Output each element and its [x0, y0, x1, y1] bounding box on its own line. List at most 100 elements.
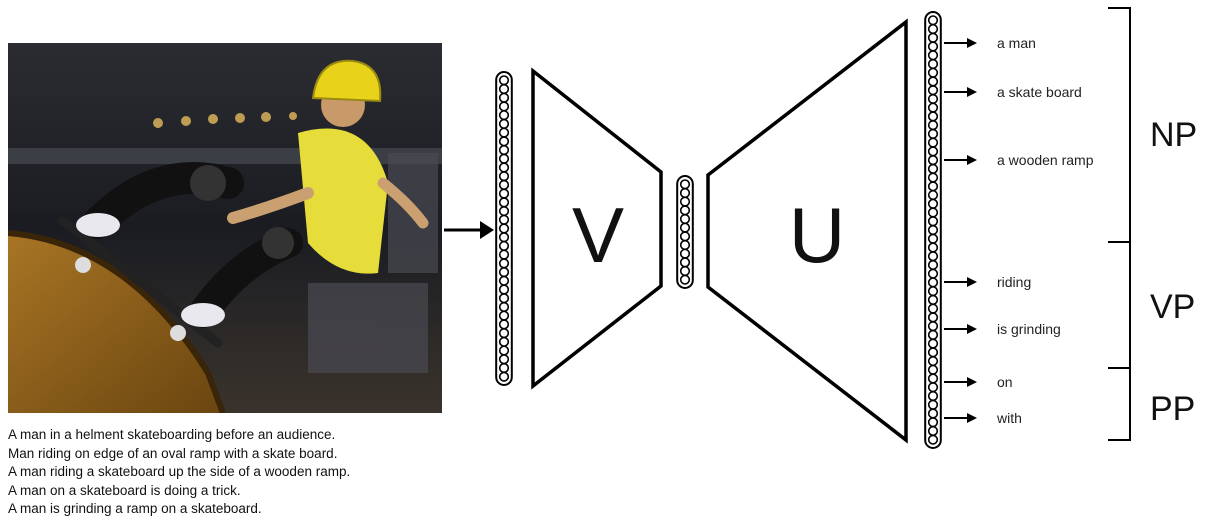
neuron-node	[927, 286, 939, 297]
neuron-node	[927, 50, 939, 61]
vector-outline	[676, 175, 694, 289]
neuron-node	[927, 294, 939, 306]
neuron-node	[927, 32, 939, 43]
neuron-node	[498, 153, 510, 164]
neuron-node	[927, 41, 939, 52]
neuron-node	[927, 321, 939, 332]
bottleneck-vector	[676, 175, 694, 289]
neuron-node	[927, 347, 939, 358]
neuron-node	[498, 284, 510, 295]
output-label: on	[997, 374, 1013, 390]
neuron-node	[927, 233, 939, 244]
neuron-node	[927, 417, 939, 428]
neuron-node	[498, 223, 510, 234]
neuron-node	[498, 144, 510, 156]
output-labels: a man a skate board a wooden ramp riding…	[996, 35, 1094, 426]
neuron-node	[927, 146, 939, 157]
neuron-node	[498, 232, 510, 243]
neuron-node	[679, 213, 691, 225]
neuron-node	[498, 110, 510, 121]
neuron-node	[498, 293, 510, 304]
neuron-node	[927, 181, 939, 192]
neuron-node	[927, 111, 939, 122]
neuron-node	[498, 83, 510, 95]
neuron-node	[927, 224, 939, 236]
neuron-node	[679, 248, 691, 259]
group-label-vp: VP	[1150, 288, 1195, 326]
caption-line: A man in a helment skateboarding before …	[8, 427, 336, 442]
neuron-node	[679, 196, 691, 207]
caption-line: A man is grinding a ramp on a skateboard…	[8, 501, 262, 516]
output-arrows	[944, 38, 977, 423]
neuron-node	[927, 259, 939, 271]
neuron-node	[927, 58, 939, 70]
decoder-trapezoid	[706, 18, 908, 444]
np-bracket	[1108, 7, 1131, 243]
neuron-node	[679, 231, 691, 242]
vector-outline	[495, 71, 513, 386]
neuron-node	[927, 390, 939, 402]
input-feature-vector	[495, 71, 513, 386]
neuron-node	[498, 362, 510, 374]
neuron-node	[927, 216, 939, 227]
neuron-node	[498, 197, 510, 208]
neuron-node	[679, 179, 691, 190]
neuron-node	[927, 198, 939, 209]
skateboard-photo	[8, 43, 442, 413]
neuron-node	[679, 265, 691, 277]
neuron-node	[927, 85, 939, 96]
neuron-node	[927, 355, 939, 367]
output-label: with	[996, 410, 1022, 426]
output-label: riding	[997, 274, 1031, 290]
neuron-node	[927, 425, 939, 437]
neuron-node	[498, 75, 510, 86]
neuron-node	[927, 155, 939, 166]
neuron-node	[498, 214, 510, 225]
neuron-node	[498, 188, 510, 199]
neuron-node	[498, 328, 510, 339]
encoder-trapezoid	[531, 67, 663, 390]
output-label: a wooden ramp	[997, 152, 1094, 168]
neuron-node	[927, 364, 939, 375]
neuron-node	[498, 266, 510, 278]
neuron-node	[927, 189, 939, 201]
neuron-node	[498, 205, 510, 217]
neuron-node	[927, 373, 939, 384]
neuron-node	[927, 312, 939, 323]
caption-line: A man on a skateboard is doing a trick.	[8, 482, 241, 498]
neuron-node	[498, 371, 510, 382]
neuron-node	[927, 382, 939, 393]
neuron-node	[927, 15, 939, 26]
neuron-node	[927, 93, 939, 105]
neuron-node	[927, 120, 939, 131]
neuron-node	[679, 274, 691, 285]
neuron-node	[679, 239, 691, 251]
neuron-node	[498, 301, 510, 313]
neuron-node	[498, 249, 510, 260]
neuron-node	[927, 76, 939, 87]
neuron-node	[927, 329, 939, 340]
output-label: a skate board	[997, 84, 1082, 100]
input-arrowhead	[480, 221, 494, 239]
neuron-node	[498, 336, 510, 347]
caption-line: Man riding on edge of an oval ramp with …	[8, 445, 338, 461]
group-label-pp: PP	[1150, 390, 1195, 428]
neuron-node	[927, 102, 939, 113]
neuron-node	[498, 118, 510, 129]
caption-line: A man riding a skateboard up the side of…	[8, 464, 351, 479]
neuron-node	[498, 275, 510, 286]
neuron-node	[498, 92, 510, 103]
neuron-node	[498, 179, 510, 191]
neuron-node	[927, 137, 939, 148]
neuron-node	[679, 222, 691, 233]
neuron-node	[498, 136, 510, 147]
encoder-label: V	[572, 191, 624, 279]
neuron-node	[498, 310, 510, 321]
pp-bracket	[1108, 368, 1131, 441]
neuron-node	[498, 240, 510, 252]
output-label: a man	[997, 35, 1036, 51]
neuron-node	[498, 171, 510, 182]
decoder-label: U	[789, 191, 845, 279]
neuron-node	[927, 242, 939, 253]
